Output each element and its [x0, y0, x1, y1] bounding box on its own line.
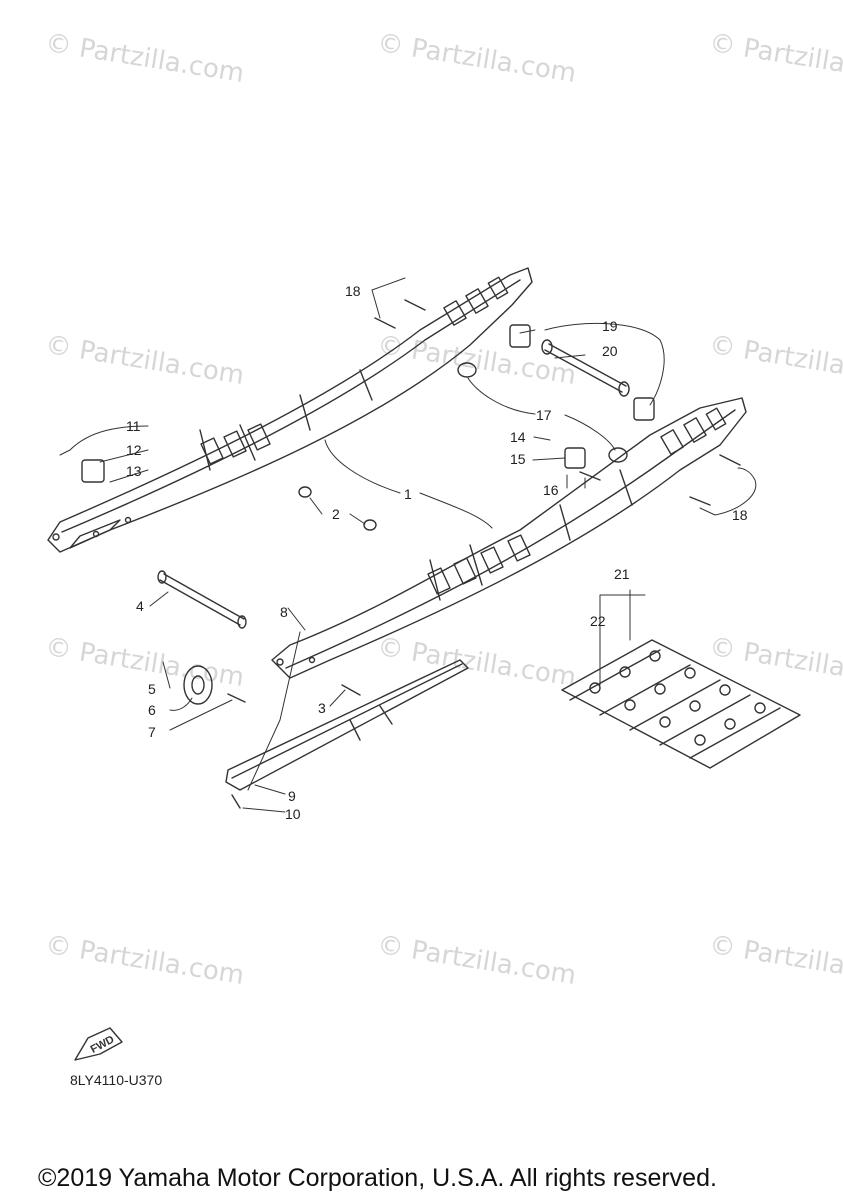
stopper: [81, 459, 105, 483]
copyright-notice: ©2019 Yamaha Motor Corporation, U.S.A. A…: [38, 1164, 717, 1192]
diagram-code: 8LY4110-U370: [70, 1072, 163, 1088]
block: [509, 324, 531, 348]
collar: [608, 447, 628, 463]
callout-18: 18: [732, 507, 748, 523]
track-section: [561, 639, 801, 769]
leader-lines: [59, 277, 757, 813]
rear-shaft: [541, 339, 630, 397]
stopper: [564, 447, 586, 469]
slide-rail-right: [271, 397, 747, 679]
callout-12: 12: [126, 442, 142, 458]
washer: [363, 519, 377, 531]
callout-14: 14: [510, 429, 526, 445]
washer: [298, 486, 312, 498]
callout-4: 4: [136, 598, 144, 614]
callout-19: 19: [602, 318, 618, 334]
callout-9: 9: [288, 788, 296, 804]
callout-11: 11: [126, 418, 141, 434]
callout-20: 20: [602, 343, 618, 359]
slide-rail-left: [47, 267, 533, 553]
callout-22: 22: [590, 613, 606, 629]
callout-6: 6: [148, 702, 156, 718]
callout-13: 13: [126, 463, 142, 479]
callout-5: 5: [148, 681, 156, 697]
fwd-arrow-icon: [74, 1027, 123, 1061]
callout-8: 8: [280, 604, 288, 620]
callout-1: 1: [404, 486, 412, 502]
callout-7: 7: [148, 724, 156, 740]
cross-shaft: [157, 570, 247, 629]
callout-3: 3: [318, 700, 326, 716]
callout-10: 10: [285, 806, 301, 822]
block: [633, 397, 655, 421]
callout-17: 17: [536, 407, 552, 423]
collar: [457, 362, 477, 378]
callout-16: 16: [543, 482, 559, 498]
slider-runner: [225, 659, 469, 791]
idler-wheel: [183, 665, 213, 705]
callout-15: 15: [510, 451, 526, 467]
bolts: [227, 299, 741, 809]
callout-2: 2: [332, 506, 340, 522]
callout-18: 18: [345, 283, 361, 299]
callout-21: 21: [614, 566, 630, 582]
